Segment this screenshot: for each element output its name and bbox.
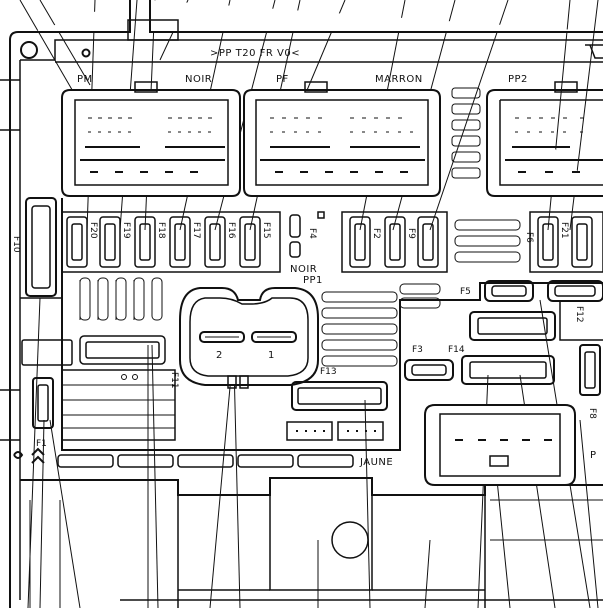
fuse-f8 xyxy=(579,344,601,396)
fuse-label-f1: F1 xyxy=(36,439,47,449)
main-board-outline xyxy=(61,198,603,451)
fuse-label-f20: F20 xyxy=(88,222,98,239)
connector-label-pf: PF xyxy=(276,74,289,85)
left-structure xyxy=(20,212,176,441)
fuse-label-f13: F13 xyxy=(320,367,337,377)
fuse-label-f12: F12 xyxy=(574,306,584,323)
round-connector xyxy=(179,287,319,389)
connector-label-pm: PM xyxy=(77,74,93,85)
round-connector-pin-1: 1 xyxy=(268,350,275,361)
fuse-label-f6: F6 xyxy=(524,232,534,243)
fuse-label-f9: F9 xyxy=(406,228,416,239)
fuse-f5 xyxy=(484,280,603,302)
right-divider xyxy=(559,300,603,341)
fuse-f3 xyxy=(404,359,454,381)
connector-pp2 xyxy=(486,81,603,197)
pp1-color-label: NOIR xyxy=(290,264,317,275)
fuse-row xyxy=(61,211,603,273)
fuse-label-f5: F5 xyxy=(460,287,471,297)
slots-middle xyxy=(321,283,441,367)
relay-upper xyxy=(469,311,556,341)
connector-pm-noir xyxy=(61,81,241,197)
connector-label-noir: NOIR xyxy=(185,74,212,85)
fuse-label-f21: F21 xyxy=(559,222,569,239)
fuse-labels-rotated: F20 F19 F18 F17 F16 F15 F4 F2 F9 F6 F21 … xyxy=(11,222,597,419)
brand-logo-icon xyxy=(13,447,45,464)
fuse-label-f2: F2 xyxy=(371,228,381,239)
fuse-label-f10: F10 xyxy=(11,236,21,253)
fuse-label-f4: F4 xyxy=(307,228,317,239)
fuse-label-f8: F8 xyxy=(587,408,597,419)
bottom-section xyxy=(20,477,603,608)
slots-right xyxy=(451,87,481,179)
top-right-clip xyxy=(585,44,603,59)
connector-lower-right xyxy=(424,404,576,486)
fuse-f14 xyxy=(461,355,555,385)
connector-pf-marron xyxy=(243,81,441,197)
fuse-label-f16: F16 xyxy=(226,222,236,239)
connector-label-jaune: JAUNE xyxy=(359,457,393,468)
fuse-label-f19: F19 xyxy=(121,222,131,239)
connector-label-marron: MARRON xyxy=(375,74,423,85)
header-text: >PP T20 FR V0< xyxy=(210,48,300,59)
bottom-bar-row xyxy=(57,454,354,468)
round-connector-pin-2: 2 xyxy=(216,350,223,361)
left-fuse-f10 xyxy=(25,197,57,297)
fuse-label-f14: F14 xyxy=(448,345,465,355)
fuse-label-f15: F15 xyxy=(261,222,271,239)
fuse-f13 xyxy=(291,381,388,411)
small-sockets xyxy=(286,421,384,441)
fuse-label-f17: F17 xyxy=(191,222,201,239)
fuse-label-f18: F18 xyxy=(156,222,166,239)
fuse-label-f11: F11 xyxy=(169,372,179,389)
fuse-label-f3: F3 xyxy=(412,345,423,355)
connector-label-p-right: P xyxy=(590,450,597,461)
connector-label-pp2: PP2 xyxy=(508,74,528,85)
left-fuse-f1 xyxy=(32,377,54,429)
pp1-label: PP1 xyxy=(303,275,323,286)
